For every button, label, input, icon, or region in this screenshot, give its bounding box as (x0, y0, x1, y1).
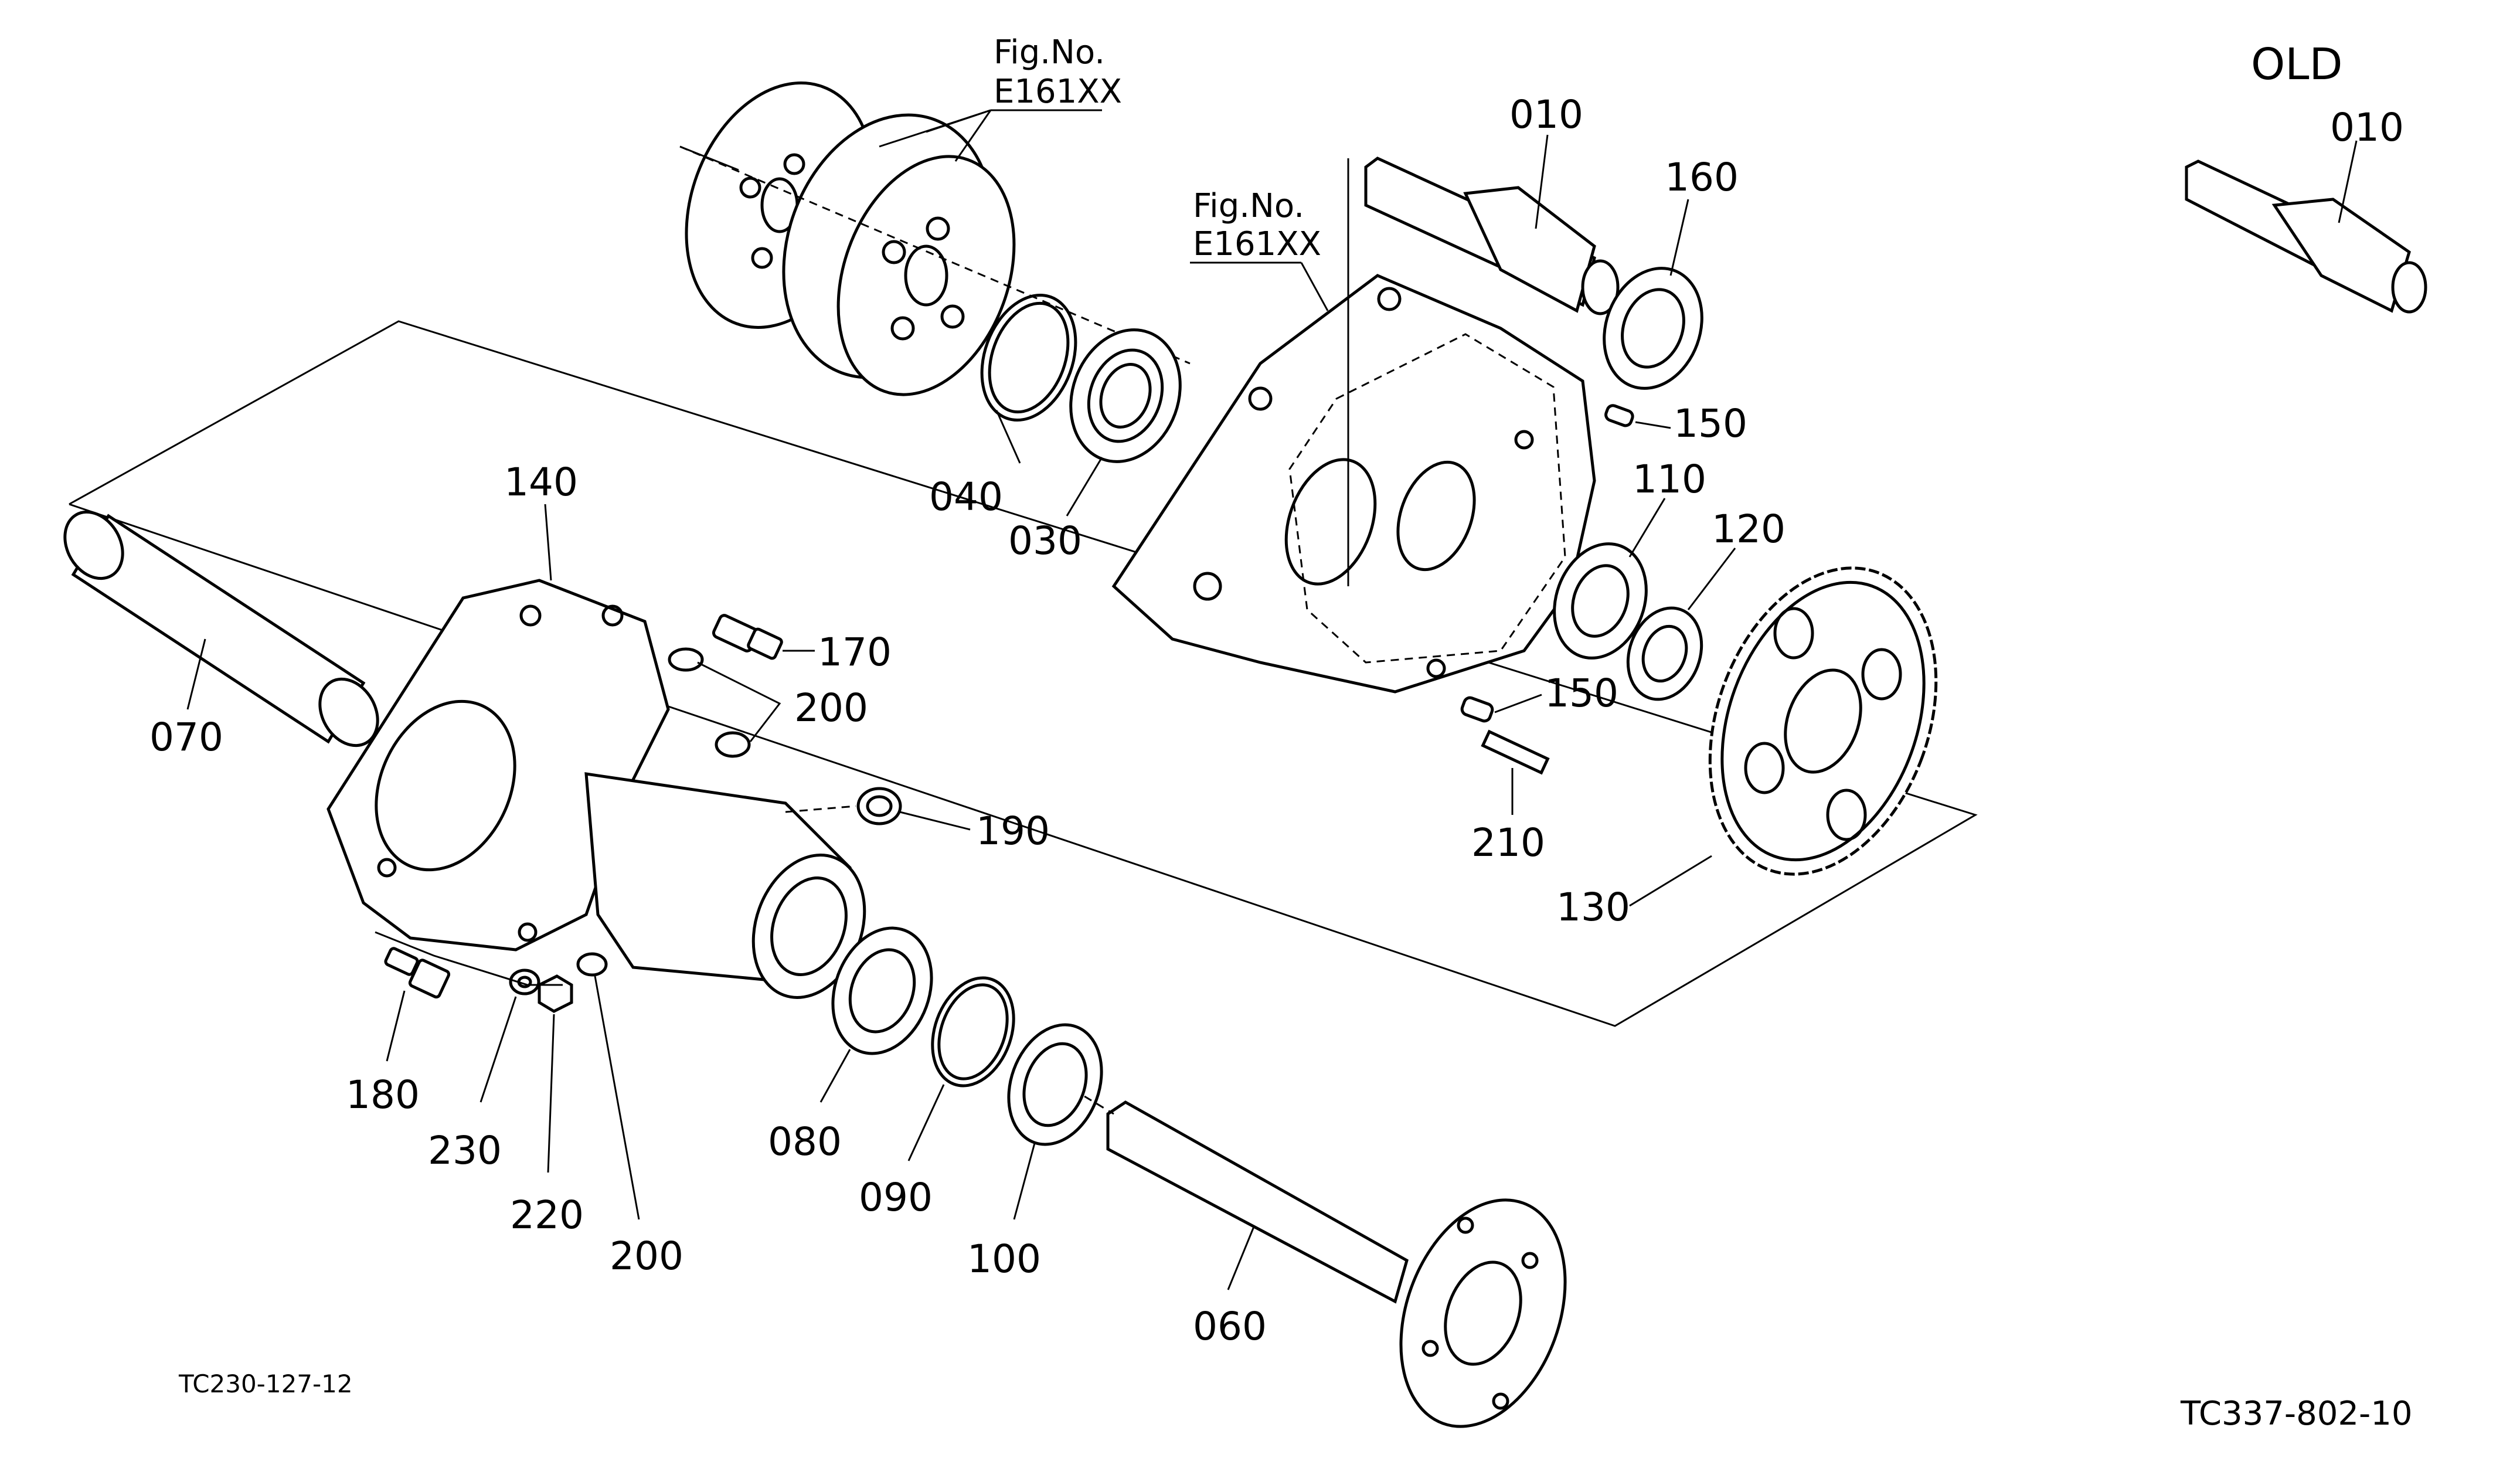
part-label-150-upper: 150 (1674, 401, 1747, 446)
part-label-170: 170 (818, 630, 892, 675)
dowel-pin-150-lower (1460, 696, 1494, 723)
part-label-180: 180 (346, 1072, 420, 1117)
transmission-housing (1111, 274, 1596, 694)
dowel-pin-150-upper (1604, 404, 1634, 427)
part-label-150-lower: 150 (1545, 671, 1618, 716)
part-label-110: 110 (1633, 457, 1706, 502)
snap-ring-090 (931, 976, 1015, 1088)
clutch-plate-front (782, 113, 1016, 396)
tube-070 (63, 510, 379, 747)
output-shaft-060 (1084, 1095, 1567, 1428)
fig-ref-prefix: Fig.No. (994, 33, 1105, 72)
plug-200-lower (576, 952, 608, 977)
assembly-boundary (69, 320, 1978, 1027)
part-label-010: 010 (1509, 92, 1583, 137)
part-label-010-old: 010 (2330, 105, 2404, 150)
oil-seal-100 (1007, 1023, 1103, 1146)
part-label-030: 030 (1008, 518, 1082, 563)
bearing-080 (831, 926, 933, 1055)
pinion-shaft-010 (1364, 157, 1620, 315)
bolt-180 (384, 947, 451, 999)
part-label-100: 100 (967, 1236, 1041, 1282)
differential-case-140 (327, 579, 866, 999)
bearing-160 (1603, 267, 1703, 390)
fig-ref-code: E161XX (994, 73, 1122, 111)
part-label-210: 210 (1471, 820, 1545, 865)
drawing-code-left: TC230-127-12 (178, 1370, 353, 1398)
plug-190 (856, 787, 902, 825)
collar-120 (1626, 606, 1703, 701)
part-label-230: 230 (428, 1128, 502, 1173)
part-label-140: 140 (504, 460, 578, 505)
washer-230 (509, 969, 540, 995)
part-label-090: 090 (859, 1175, 933, 1220)
old-version-label: OLD (2251, 39, 2342, 90)
part-label-120: 120 (1712, 507, 1786, 552)
fig-ref-prefix: Fig.No. (1193, 187, 1304, 225)
part-label-130: 130 (1556, 885, 1630, 930)
part-label-040: 040 (929, 474, 1003, 519)
drawing-code-right: TC337-802-10 (2180, 1395, 2412, 1433)
part-label-190: 190 (976, 808, 1050, 854)
bearing-110 (1553, 542, 1648, 660)
part-label-060: 060 (1193, 1304, 1267, 1349)
bearing-030 (1069, 328, 1182, 463)
part-label-080: 080 (768, 1119, 842, 1164)
plug-200-upper (668, 647, 751, 758)
gear-130 (1708, 566, 1938, 876)
bolt-170 (712, 614, 783, 660)
part-label-160: 160 (1665, 155, 1739, 200)
part-label-200-upper: 200 (794, 685, 868, 730)
nut-220 (538, 974, 573, 1013)
fig-ref-code: E161XX (1193, 225, 1321, 263)
snap-ring-040 (980, 293, 1077, 422)
part-label-070: 070 (149, 715, 223, 760)
pinion-shaft-010-old (2185, 159, 2427, 314)
stud-210 (1481, 729, 1550, 775)
part-label-220: 220 (510, 1192, 584, 1238)
part-label-200-lower: 200 (610, 1233, 683, 1279)
